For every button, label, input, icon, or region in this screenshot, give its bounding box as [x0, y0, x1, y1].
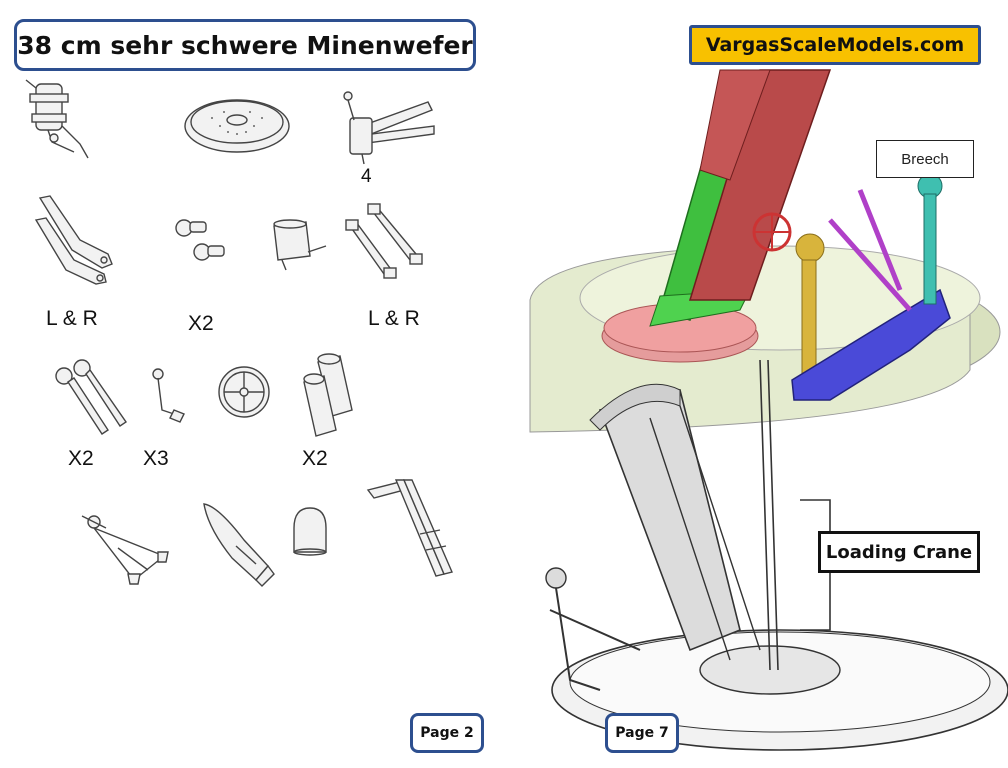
quantity-label: X2 [188, 312, 214, 335]
clamp-pair-drawing [175, 219, 225, 261]
bracket-block-drawing [273, 219, 327, 271]
trail-fork-drawing [343, 91, 435, 165]
breech-assembly-drawing [25, 79, 89, 159]
quantity-label-3: X3 [143, 447, 169, 470]
breech-callout: Breech [876, 140, 974, 178]
brand-badge[interactable]: VargasScaleModels.com [689, 25, 981, 65]
side-frame-pair-drawing [34, 195, 113, 285]
page-title: 38 cm sehr schwere Minenwefer [14, 19, 476, 71]
mortar-3d-render [529, 69, 1008, 751]
part-count-label: 4 [361, 166, 372, 187]
cylinder-pair-drawing [303, 353, 353, 437]
tripod-stand-drawing [81, 515, 169, 585]
turntable-disc-drawing [184, 99, 290, 153]
page-2-button[interactable]: Page 2 [410, 713, 484, 753]
quantity-label-4: X2 [302, 447, 328, 470]
handwheel-drawing [218, 366, 270, 418]
left-right-label: L & R [46, 307, 98, 330]
loading-crane-callout: Loading Crane [818, 531, 980, 573]
link-rod-pair-drawing [345, 203, 423, 279]
crane-arm-drawing [366, 479, 453, 577]
quantity-label-2: X2 [68, 447, 94, 470]
shell-cap-drawing [293, 507, 327, 556]
left-right-label-2: L & R [368, 307, 420, 330]
page-7-button[interactable]: Page 7 [605, 713, 679, 753]
handle-lever-pair-drawing [55, 359, 127, 435]
mortar-shell-drawing [203, 503, 275, 587]
crank-handle-drawing [152, 368, 185, 423]
